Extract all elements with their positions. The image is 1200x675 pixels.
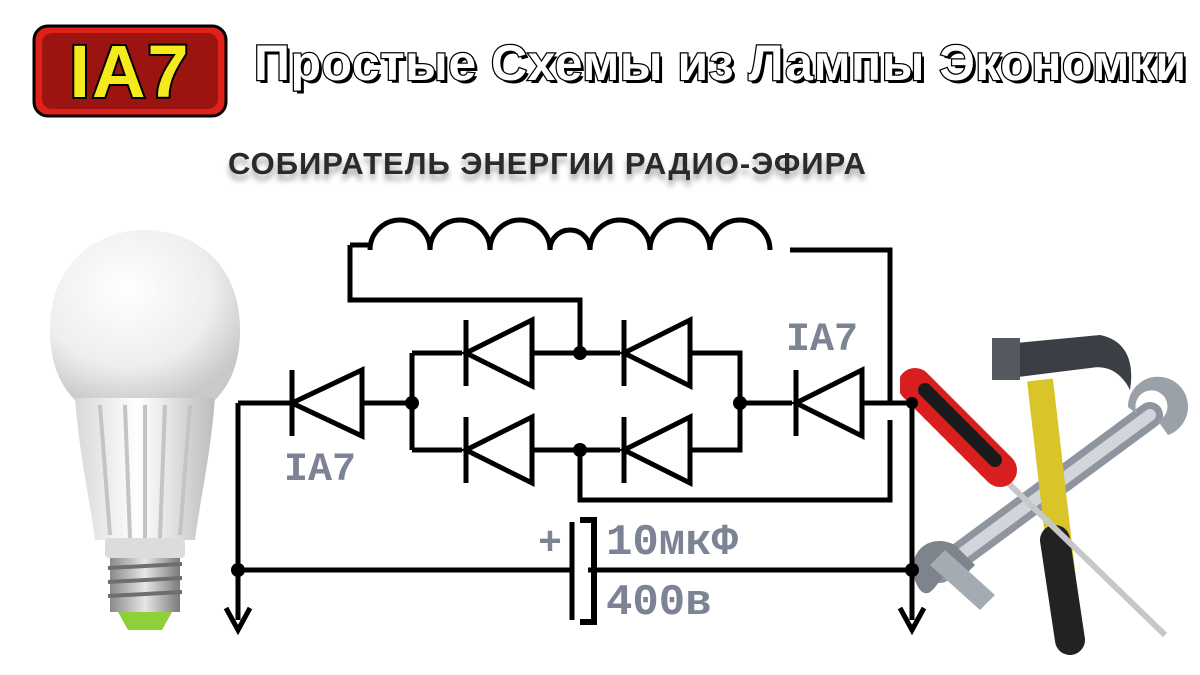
tools-illustration [900, 335, 1188, 655]
diode-upper-2 [618, 315, 693, 391]
diode-label-left: IA7 [284, 448, 357, 493]
junction-dots [231, 346, 919, 577]
capacitor-value-label: 10мкФ [606, 518, 739, 568]
diode-upper-1 [460, 315, 535, 391]
capacitor [569, 517, 597, 625]
screwdriver-icon [900, 368, 1168, 638]
inductor-coil [347, 217, 893, 403]
subtitle: СОБИРАТЕЛЬ ЭНЕРГИИ РАДИО-ЭФИРА [228, 146, 867, 181]
ground-arrows [223, 606, 927, 636]
capacitor-polarity-label: + [538, 522, 563, 567]
badge-text: IA7 [67, 28, 191, 115]
diode-right [790, 365, 865, 441]
capacitor-voltage-label: 400в [606, 578, 712, 628]
ia7-badge: IA7 [32, 24, 228, 118]
page-title: Простые Схемы из Лампы Экономки [253, 34, 1188, 93]
diode-lower-1 [460, 412, 535, 488]
led-bulb-icon [50, 230, 240, 630]
badge-background [32, 24, 228, 118]
diode-label-right: IA7 [786, 318, 859, 363]
hammer-icon [992, 335, 1132, 655]
diode-lower-2 [618, 412, 693, 488]
diode-left [286, 366, 365, 440]
